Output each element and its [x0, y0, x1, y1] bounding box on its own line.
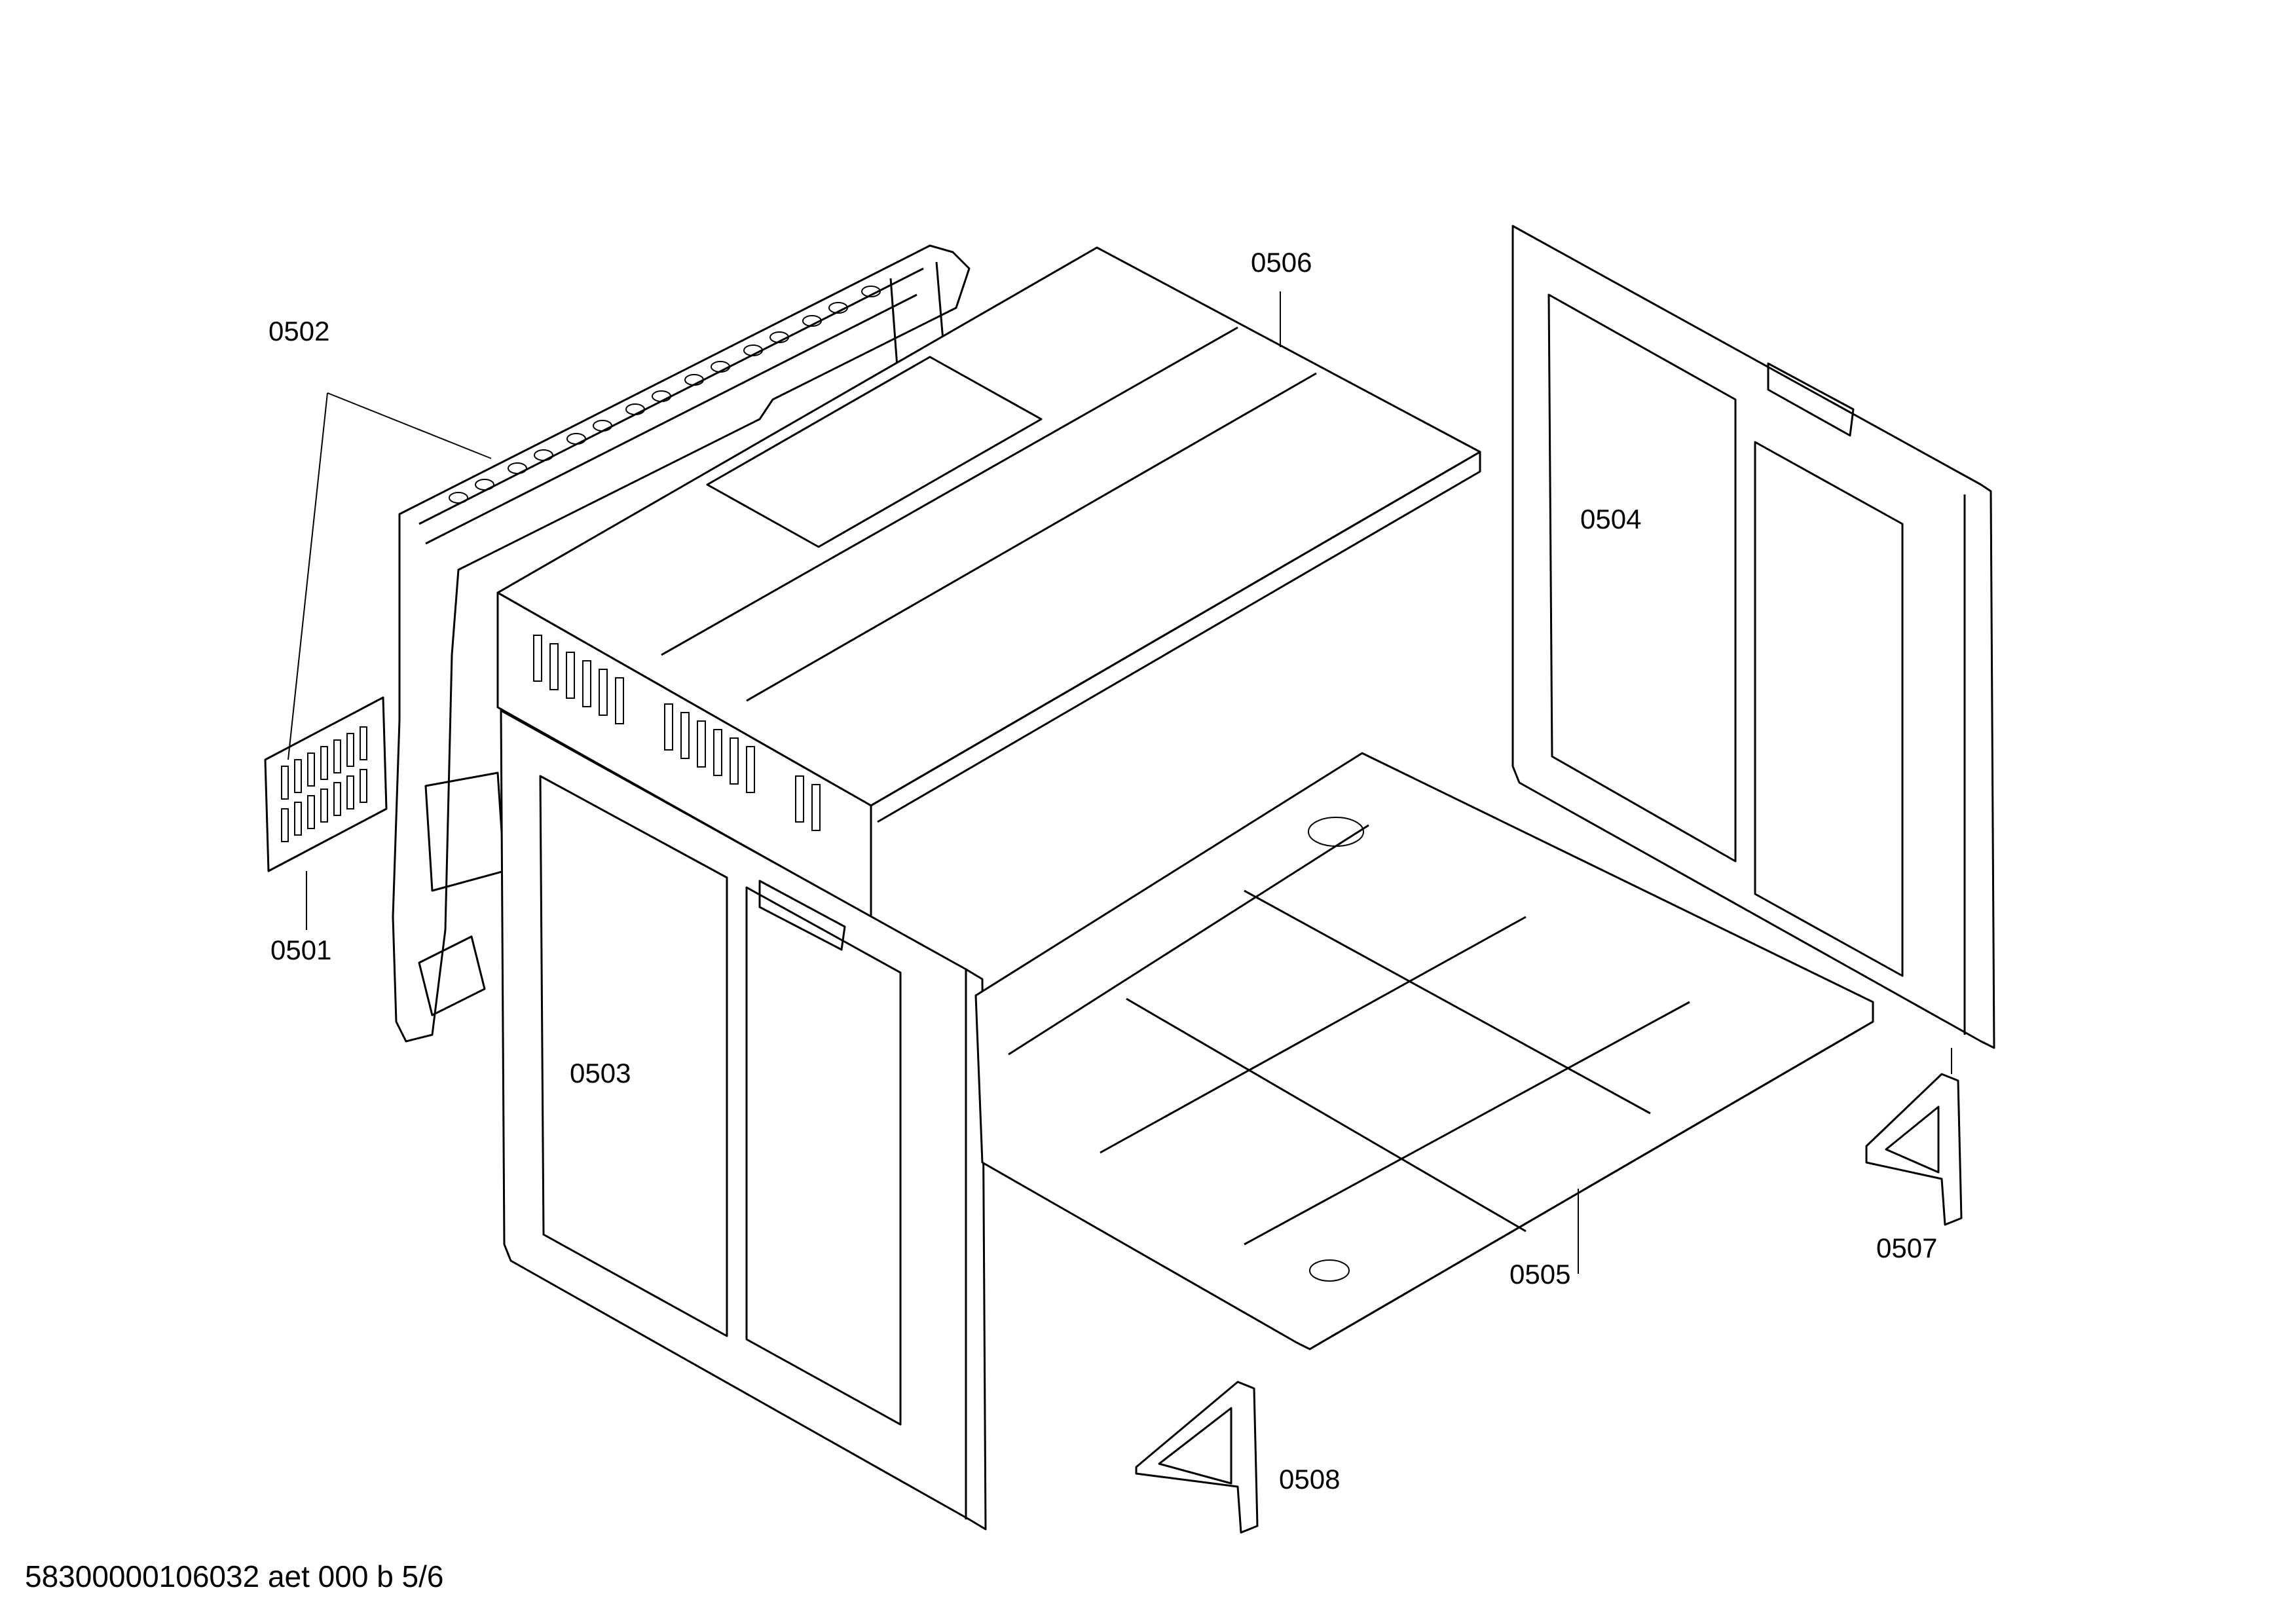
- part-0504-side-panel-rear: [1511, 225, 1995, 1049]
- label-0506: 0506: [1251, 247, 1312, 278]
- part-0503-side-panel-front: [500, 709, 987, 1531]
- leader-lines: [287, 291, 1952, 1274]
- part-0508-bracket: [1135, 1381, 1259, 1534]
- label-0501: 0501: [270, 935, 332, 965]
- label-0504: 0504: [1580, 504, 1642, 534]
- part-0502-rear-frame: [392, 244, 971, 1043]
- part-0507-bracket: [1865, 1073, 1963, 1226]
- part-0501-vent-panel: [264, 696, 388, 872]
- document-footer-code: 58300000106032 aet 000 b 5/6: [25, 1559, 444, 1593]
- label-0505: 0505: [1509, 1259, 1571, 1290]
- part-0505-bottom-frame: [974, 752, 1874, 1350]
- label-0503: 0503: [570, 1058, 631, 1088]
- label-0502: 0502: [268, 316, 330, 346]
- label-0507: 0507: [1876, 1233, 1938, 1263]
- label-0508: 0508: [1279, 1464, 1341, 1495]
